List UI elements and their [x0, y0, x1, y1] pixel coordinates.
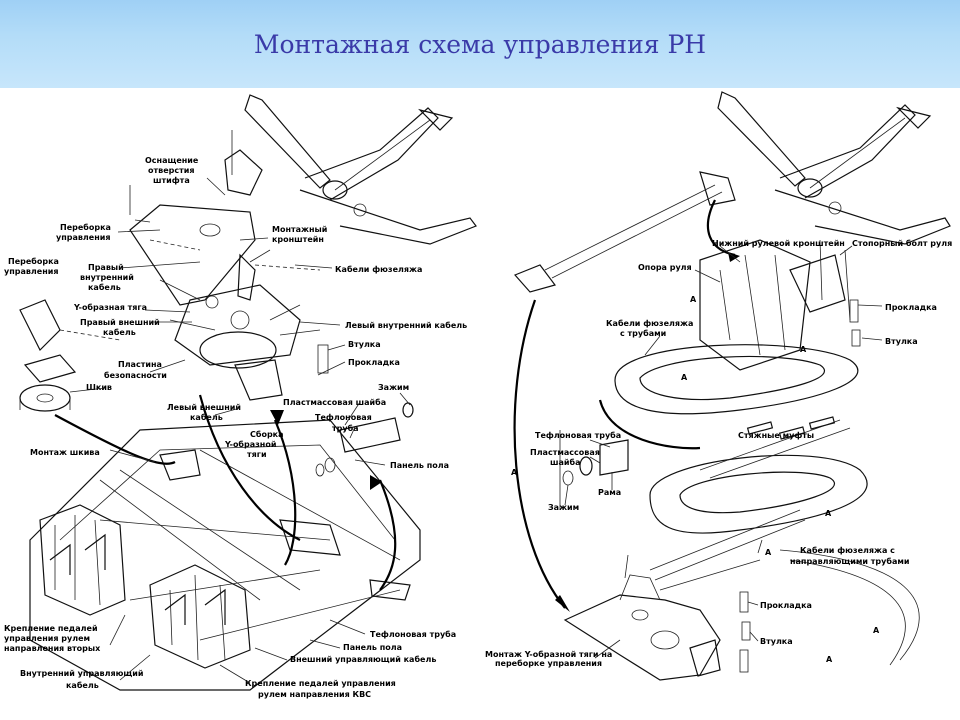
label-copilot-pedals-1: Крепление педалей: [4, 624, 98, 633]
label-floor-panel-top: Панель пола: [390, 461, 449, 470]
label-fuselage-guides-2: направляющими трубами: [790, 556, 910, 566]
left-assembly-drawing: Оснащение отверстия штифта Переборка упр…: [4, 94, 477, 699]
label-rudder-stop-bolt: Стопорный болт руля: [852, 238, 952, 248]
label-pulley-mount: Монтаж шкива: [30, 448, 100, 457]
label-right-inner-3: кабель: [88, 282, 121, 292]
marker-a-3: A: [681, 373, 688, 382]
label-bushing-top: Втулка: [885, 337, 918, 346]
label-safety-plate-1: Пластина: [118, 360, 162, 369]
right-assembly-drawing: A A A A A A A A Нижний рулевой кронштейн…: [485, 91, 952, 681]
label-bushing-bottom: Втулка: [760, 637, 793, 646]
label-rudder-support: Опора руля: [638, 263, 692, 272]
label-fuselage-cables: Кабели фюзеляжа: [335, 264, 422, 274]
label-clamp: Зажим: [378, 383, 409, 392]
label-bulkhead-2: управления: [56, 233, 110, 242]
label-pin-hole-1: Оснащение: [145, 156, 199, 165]
title-bar: Монтажная схема управления РН: [0, 0, 960, 88]
label-yrod-assy-2: Y-образной: [224, 439, 276, 449]
label-bulkhead-left-1: Переборка: [8, 256, 59, 266]
label-pin-hole-3: штифта: [153, 176, 190, 185]
pedal-mount-left: [39, 504, 126, 616]
label-teflon-2: труба: [332, 423, 359, 433]
label-mount-bracket-1: Монтажный: [272, 225, 327, 234]
aircraft-right-icon: [717, 91, 951, 245]
left-labels: Оснащение отверстия штифта Переборка упр…: [4, 156, 467, 699]
section-markers: A A A A A A A A: [511, 295, 880, 664]
label-gasket: Прокладка: [348, 358, 400, 367]
label-bulkhead-left-2: управления: [4, 267, 58, 276]
label-bulkhead-1: Переборка: [60, 222, 111, 232]
label-teflon-1: Тефлоновая: [315, 413, 372, 422]
cable-loop-lower: [649, 454, 868, 534]
label-pulley: Шкив: [86, 383, 112, 392]
label-outer-cable: Внешний управляющий кабель: [290, 654, 436, 664]
label-left-inner: Левый внутренний кабель: [345, 320, 467, 330]
label-left-outer-1: Левый внешний: [167, 403, 241, 412]
marker-a-8: A: [826, 655, 833, 664]
arrow-to-ymount: [513, 299, 566, 609]
label-turnbuckles: Стяжные муфты: [738, 431, 814, 440]
label-mount-bracket-2: кронштейн: [272, 235, 324, 244]
page-title: Монтажная схема управления РН: [253, 30, 707, 59]
label-inner-cable-2: кабель: [66, 680, 99, 690]
rudder-control-diagram: Оснащение отверстия штифта Переборка упр…: [4, 91, 952, 699]
label-left-outer-2: кабель: [190, 412, 223, 422]
label-lower-rudder-bracket: Нижний рулевой кронштейн: [712, 239, 845, 248]
label-clamp-right: Зажим: [548, 503, 579, 512]
label-teflon-tube-right: Тефлоновая труба: [535, 430, 621, 440]
pedal-mount-right: [149, 564, 251, 669]
marker-a-6: A: [765, 548, 772, 557]
label-right-inner-2: внутренний: [80, 273, 134, 282]
label-yrod-mount-2: переборке управления: [495, 658, 602, 668]
label-fuselage-guides-1: Кабели фюзеляжа с: [800, 545, 895, 555]
aircraft-left-icon: [244, 94, 477, 245]
arrow-to-support: [706, 199, 736, 257]
label-yrod-assy-1: Сборка: [250, 429, 284, 439]
label-teflon-tube: Тефлоновая труба: [370, 629, 456, 639]
arrow-pulley: [54, 414, 176, 465]
label-yrod-mount-1: Монтаж Y-образной тяги на: [485, 649, 612, 659]
turnbuckles: [746, 416, 836, 440]
cable-loop-upper: [614, 344, 859, 415]
arrow-floor-panel: [378, 479, 397, 591]
label-floor-panel: Панель пола: [343, 643, 402, 652]
label-copilot-pedals-3: направления вторых: [4, 644, 101, 653]
inset-parts: [559, 430, 629, 510]
label-right-outer-1: Правый внешний: [80, 318, 160, 327]
arrow-to-turnbuckle: [598, 399, 701, 450]
label-plastic-washer-right-1: Пластмассовая: [530, 448, 600, 457]
label-pin-hole-2: отверстия: [148, 166, 194, 175]
label-plastic-washer: Пластмассовая шайба: [283, 397, 386, 407]
label-right-outer-2: кабель: [103, 327, 136, 337]
floor-structure: [29, 419, 421, 691]
arrow-yrod-assembly: [198, 394, 301, 541]
label-bushing: Втулка: [348, 340, 381, 349]
label-right-inner-1: Правый: [88, 263, 124, 272]
rudder-support: [699, 239, 861, 371]
label-plastic-washer-right-2: шайба: [550, 457, 580, 467]
label-captain-pedals-1: Крепление педалей управления: [245, 679, 396, 688]
label-gasket-bottom: Прокладка: [760, 601, 812, 610]
label-inner-cable-1: Внутренний управляющий: [20, 669, 143, 678]
marker-a-4: A: [511, 468, 518, 477]
label-yrod-assy-3: тяги: [247, 450, 267, 459]
label-gasket-top: Прокладка: [885, 303, 937, 312]
label-y-rod: Y-образная тяга: [73, 302, 147, 312]
marker-a-2: A: [800, 345, 807, 354]
label-captain-pedals-2: рулем направления КВС: [258, 690, 371, 699]
arrow-teflon-tube: [273, 419, 297, 566]
marker-a-7: A: [873, 626, 880, 635]
right-labels: Нижний рулевой кронштейн Стопорный болт …: [485, 238, 952, 668]
marker-a-1: A: [690, 295, 697, 304]
label-copilot-pedals-2: управления рулем: [4, 634, 90, 643]
label-fuselage-cables-tubes-1: Кабели фюзеляжа: [606, 318, 693, 328]
y-rod-mount: [563, 554, 761, 681]
marker-a-5: A: [825, 509, 832, 518]
label-safety-plate-2: безопасности: [104, 370, 167, 380]
label-frame: Рама: [598, 488, 621, 497]
label-fuselage-cables-tubes-2: с трубами: [620, 328, 666, 338]
